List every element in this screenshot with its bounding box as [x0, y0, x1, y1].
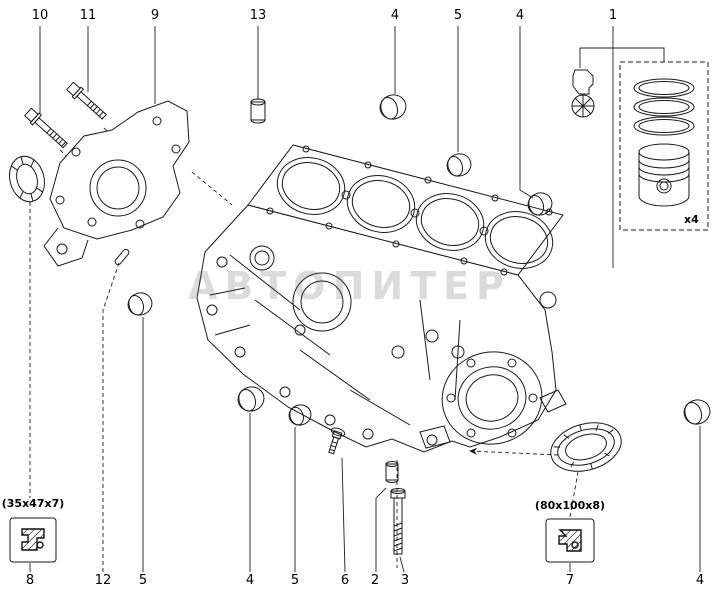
seal-section-right [545, 518, 595, 563]
bolt-11 [65, 81, 107, 120]
cup-plug-4-top [379, 94, 407, 120]
cup-plug-5-left [127, 292, 153, 316]
engine-block [196, 204, 567, 453]
watermark: АВТОПИТЕР [188, 264, 511, 308]
bolt-6 [328, 427, 346, 455]
crankshaft-front-seal [9, 155, 45, 203]
timing-cover-plate [43, 100, 190, 267]
callout-4d: 4 [695, 573, 705, 588]
cup-plug-4-mid [527, 192, 553, 216]
cylinder-block-deck [247, 144, 564, 276]
seal-crosssection-icon [558, 529, 582, 552]
callout-13: 13 [249, 8, 267, 23]
callout-4a: 4 [390, 8, 400, 23]
front-opening [292, 272, 352, 332]
callout-5b: 5 [138, 573, 148, 588]
cup-plug-4-bottom [237, 386, 265, 412]
rear-flange [441, 351, 543, 445]
cup-plug-4-right [683, 399, 711, 425]
callout-2: 2 [370, 573, 380, 588]
cup-plug-5-upper [446, 153, 472, 177]
bolt-3 [390, 488, 406, 555]
dowel-pin-12 [114, 248, 130, 266]
bolt-10 [23, 107, 68, 149]
callout-7: 7 [565, 573, 575, 588]
callout-9: 9 [150, 8, 160, 23]
piston [638, 143, 690, 207]
seal-crosssection-icon [21, 528, 45, 551]
callout-4b: 4 [515, 8, 525, 23]
callout-6: 6 [340, 573, 350, 588]
callout-4c: 4 [245, 573, 255, 588]
piston-ring-set-box [619, 61, 709, 231]
callout-10: 10 [31, 8, 49, 23]
callout-12: 12 [94, 573, 112, 588]
dowel-bushing-13 [250, 98, 266, 124]
callout-5c: 5 [290, 573, 300, 588]
seal-section-left [9, 517, 57, 563]
crankshaft-rear-seal [550, 422, 622, 472]
callout-5a: 5 [453, 8, 463, 23]
oil-jet [571, 69, 595, 118]
callout-3: 3 [400, 573, 410, 588]
callout-11: 11 [79, 8, 97, 23]
sleeve-2 [385, 461, 399, 483]
leader-lines [29, 26, 701, 573]
callout-8: 8 [25, 573, 35, 588]
right-seal-dimension: (80x100x8) [534, 499, 606, 512]
left-seal-dimension: (35x47x7) [1, 497, 65, 510]
cup-plug-5-bottom [288, 404, 312, 426]
piston-set-quantity: x4 [684, 213, 699, 226]
callout-1: 1 [608, 8, 618, 23]
